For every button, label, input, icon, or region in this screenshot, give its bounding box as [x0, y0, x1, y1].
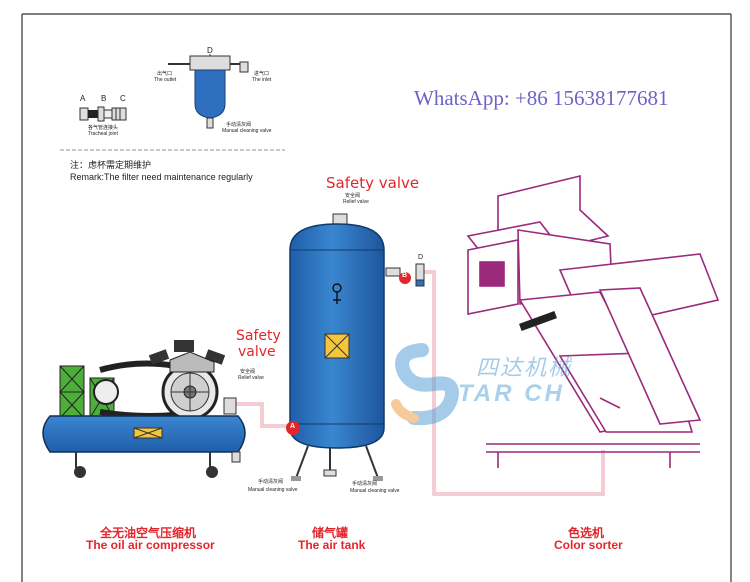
air-pipes-inner: [236, 271, 604, 495]
compressor-drain-label-en: Manual cleaning valve: [248, 487, 298, 493]
tank-caption-en: The air tank: [298, 538, 366, 552]
compressor-drain-label-cn: 手动清灰阀: [258, 479, 284, 485]
valve-a-icon: [286, 421, 300, 435]
joint-label-en: Tracheal joint: [88, 131, 118, 137]
filter-letter: D: [207, 46, 213, 55]
tank-caption-cn: 储气罐: [312, 526, 349, 540]
tank-relief-label-en: Relief valve: [343, 199, 369, 205]
tank-drain-label-cn: 手动清灰阀: [352, 481, 378, 487]
watermark-logo: [391, 343, 459, 426]
compressor-safety-valve-title-2: valve: [238, 344, 276, 360]
tank-safety-valve-title: Safety valve: [326, 174, 420, 192]
sorter-caption-cn: 色选机: [568, 526, 605, 540]
tank-drain-label-en: Manual cleaning valve: [350, 488, 400, 494]
joint-letter-c: C: [120, 94, 126, 103]
joint-letter-b: B: [101, 94, 107, 103]
compressor-relief-label-en: Relief valve: [238, 375, 264, 381]
inlet-label-cn: 进气口: [254, 71, 270, 77]
filter-drain-label-en: Manual cleaning valve: [222, 128, 272, 134]
outlet-label-en: The outlet: [154, 77, 177, 83]
tank-relief-label-cn: 安全阀: [345, 193, 361, 199]
inlet-label-en: The inlet: [252, 77, 272, 83]
valve-letter-a: A: [290, 423, 296, 430]
compressor-icon: [42, 340, 246, 478]
maintenance-remark: Remark:The filter need maintenance regul…: [70, 172, 253, 182]
tank-letter-d: D: [418, 254, 424, 261]
joint-label-cn: 各气管连接头: [88, 125, 119, 131]
filter-drain-label-cn: 手动清灰阀: [226, 122, 252, 128]
color-sorter-icon: [466, 174, 720, 468]
sorter-caption-en: Color sorter: [554, 538, 623, 552]
maintenance-note-cn: 注：虑杯需定期维护: [70, 161, 152, 171]
watermark-text-cn: 四达机械: [476, 356, 573, 381]
air-tank-icon: [289, 213, 425, 481]
whatsapp-contact: WhatsApp: +86 15638177681: [414, 86, 669, 110]
watermark-text-en: TAR CH: [458, 380, 565, 407]
compressor-relief-label-cn: 安全阀: [240, 369, 256, 375]
compressor-caption-en: The oil air compressor: [86, 538, 215, 552]
compressor-safety-valve-title-1: Safety: [236, 328, 281, 344]
outlet-label-cn: 出气口: [157, 71, 173, 77]
joint-letter-a: A: [80, 94, 86, 103]
tank-letter-b: B: [402, 272, 408, 279]
tracheal-joint-icon: [79, 106, 127, 122]
filter-icon: [168, 54, 249, 129]
compressor-caption-cn: 全无油空气压缩机: [100, 526, 197, 540]
